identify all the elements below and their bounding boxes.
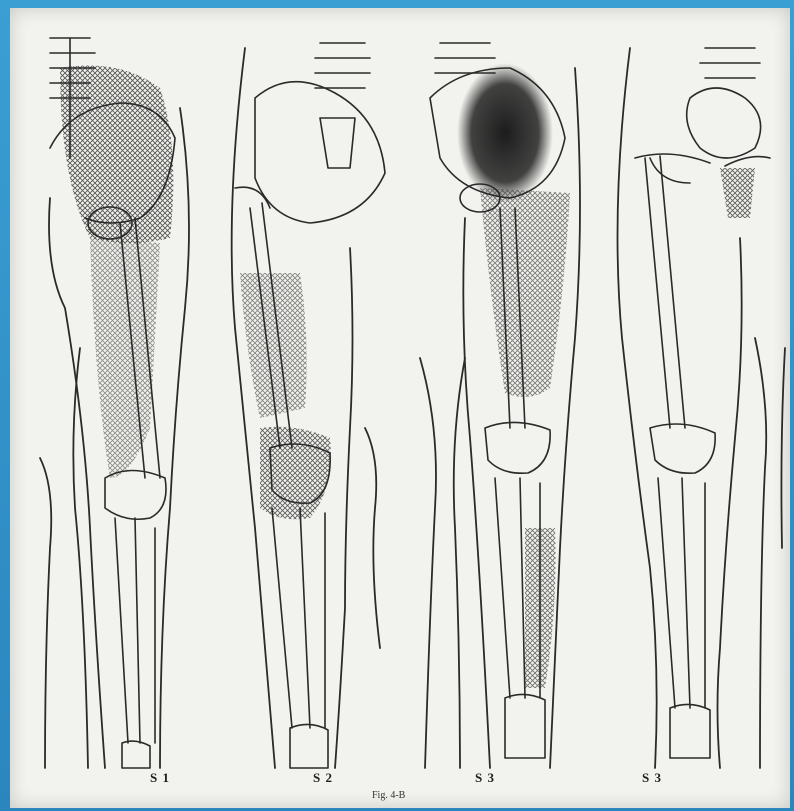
panel-label-s3-posterior: S 3 xyxy=(642,770,662,786)
panel-label-s3: S 3 xyxy=(475,770,495,786)
s1-buttock-shading xyxy=(60,66,173,244)
s3-buttock-dark-shading xyxy=(457,63,553,203)
panel-s2 xyxy=(232,43,385,768)
panel-s3 xyxy=(420,43,580,768)
panel-label-s2: S 2 xyxy=(313,770,333,786)
panel-label-s1: S 1 xyxy=(150,770,170,786)
dermatome-illustration xyxy=(10,8,790,808)
s3-thigh-shading xyxy=(480,188,570,397)
panel-s1 xyxy=(40,38,189,768)
panel-s3-posterior xyxy=(618,48,786,768)
s3b-sacral-shading xyxy=(720,168,755,218)
figure-page: S 1 S 2 S 3 S 3 Fig. 4-B xyxy=(10,8,790,808)
figure-caption: Fig. 4-B xyxy=(372,790,405,801)
